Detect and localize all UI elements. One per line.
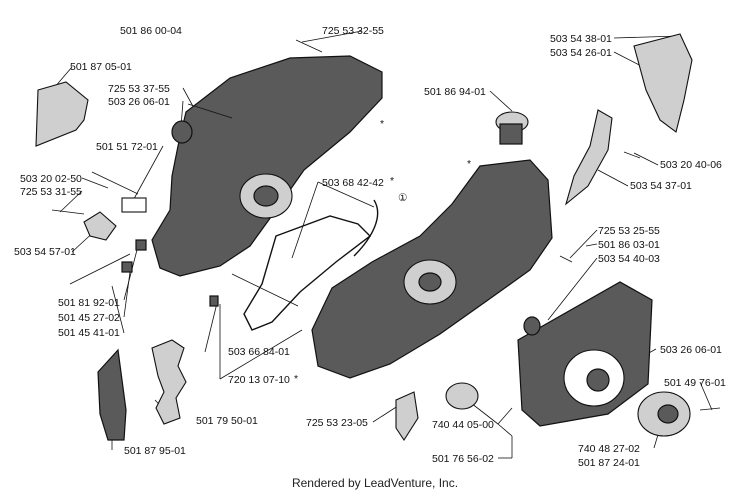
label-501-49-76-01: 501 49 76-01 [664, 377, 726, 389]
crankcase-left-half [151, 55, 383, 277]
bolt-501-81-92-01 [69, 253, 131, 285]
pickup-body [395, 391, 419, 442]
label-725-53-37-55: 725 53 37-55 [108, 83, 170, 95]
label-501-87-95-01: 501 87 95-01 [124, 445, 186, 457]
label-503-68-42-42: 503 68 42-42 [322, 177, 384, 189]
screw-503-20-40-06 [623, 151, 641, 159]
screw-501-49-76-01 [699, 407, 721, 411]
label-501-87-24-01: 501 87 24-01 [578, 457, 640, 469]
gasket [243, 215, 372, 331]
label-503-66-84-01: 503 66 84-01 [228, 346, 290, 358]
label-725-53-32-55: 725 53 32-55 [322, 25, 384, 37]
crankshaft-bore-right-inner [418, 272, 442, 292]
screw-725-53-31-55 [51, 209, 85, 215]
label-501-86-00-04: 501 86 00-04 [120, 25, 182, 37]
label-503-26-06-01-right: 503 26 06-01 [660, 344, 722, 356]
label-501-76-56-02: 501 76 56-02 [432, 453, 494, 465]
chain-guard-top [633, 33, 693, 133]
chain-catcher [151, 339, 187, 425]
gasket-wire [353, 199, 379, 257]
label-501-51-72-01: 501 51 72-01 [96, 141, 158, 153]
label-503-26-06-01: 503 26 06-01 [108, 96, 170, 108]
crankshaft-bore-left-inner [253, 185, 279, 207]
label-501-79-50-01: 501 79 50-01 [196, 415, 258, 427]
label-501-45-27-02: 501 45 27-02 [58, 312, 120, 324]
label-503-54-40-03: 503 54 40-03 [598, 253, 660, 265]
star-left-case: * [380, 118, 385, 130]
label-501-87-05-01: 501 87 05-01 [70, 61, 132, 73]
washer-501-45-41-01 [135, 239, 147, 251]
tensioner-bracket [83, 211, 117, 241]
screw-725-53-25-55 [559, 255, 573, 263]
nut-501-45-27-02 [121, 261, 133, 273]
screw-725-53-32-55 [295, 39, 323, 53]
bolt-503-66-84-01 [231, 273, 299, 307]
label-501-86-94-01: 501 86 94-01 [424, 86, 486, 98]
seal-503-26-06-01 [171, 120, 193, 144]
label-501-81-92-01: 501 81 92-01 [58, 297, 120, 309]
label-725-53-23-05: 725 53 23-05 [306, 417, 368, 429]
label-503-54-26-01: 503 54 26-01 [550, 47, 612, 59]
guard-plate [564, 109, 613, 206]
star-right-case: * [467, 158, 472, 170]
bolt-503-20-02-50 [91, 171, 139, 195]
label-503-54-37-01: 503 54 37-01 [630, 180, 692, 192]
oil-pump-body [499, 123, 523, 145]
clutch-drum-hub [657, 404, 679, 424]
footer-credit: Rendered by LeadVenture, Inc. [291, 476, 459, 490]
chain-tensioner [121, 197, 147, 213]
label-740-44-05-00: 740 44 05-00 [432, 419, 494, 431]
worm-gear [445, 382, 479, 410]
label-503-54-57-01: 503 54 57-01 [14, 246, 76, 258]
label-740-48-27-02: 740 48 27-02 [578, 443, 640, 455]
label-501-45-41-01: 501 45 41-01 [58, 327, 120, 339]
pin-720-13-07-10 [209, 295, 219, 307]
label-503-20-02-50: 503 20 02-50 [20, 173, 82, 185]
label-725-53-25-55: 725 53 25-55 [598, 225, 660, 237]
screw-725-53-37-55 [187, 103, 233, 119]
chain-plate-left [97, 348, 127, 441]
clutch-cover-hub-inner [586, 368, 610, 392]
label-501-86-03-01: 501 86 03-01 [598, 239, 660, 251]
label-503-54-38-01: 503 54 38-01 [550, 33, 612, 45]
bar-plate [35, 81, 89, 147]
circled-one-mark: ① [398, 192, 408, 204]
star-720-13-07-10: * [294, 373, 299, 385]
label-720-13-07-10: 720 13 07-10 [228, 374, 290, 386]
label-503-20-40-06: 503 20 40-06 [660, 159, 722, 171]
bearing-501-86-03-01 [523, 316, 541, 336]
star-503-68-42-42: * [390, 175, 395, 187]
label-725-53-31-55: 725 53 31-55 [20, 186, 82, 198]
